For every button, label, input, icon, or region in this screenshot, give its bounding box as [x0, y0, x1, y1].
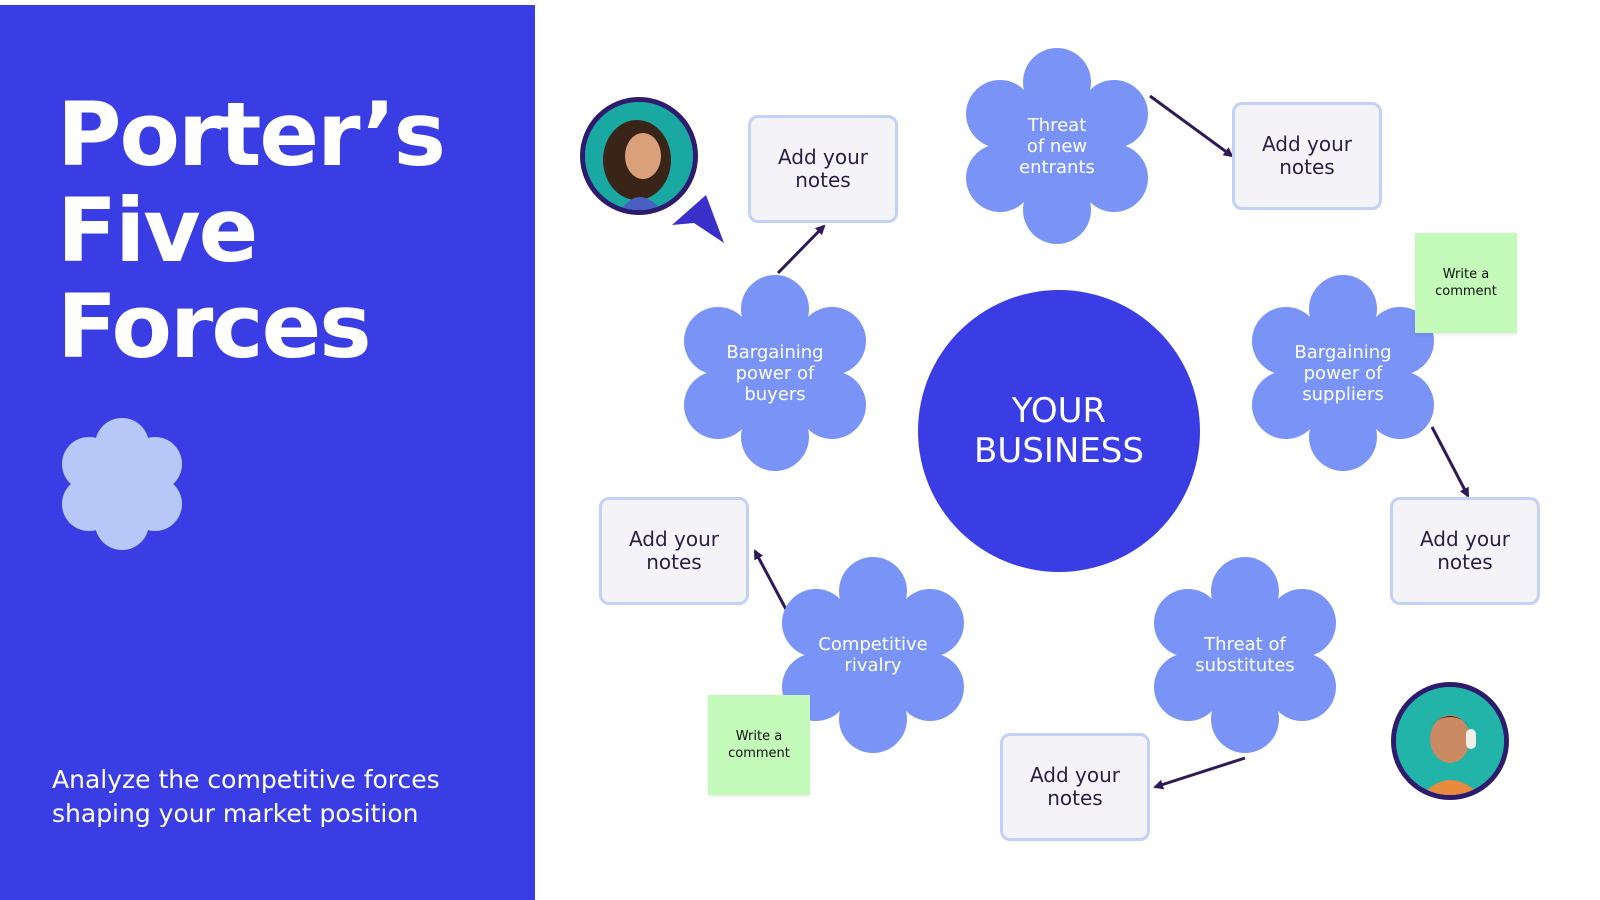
your-business-circle[interactable]: YOUR BUSINESS — [918, 290, 1200, 572]
flower-shape-icon — [966, 48, 1148, 244]
force-bargaining-power-of-buyers[interactable]: Bargaining power of buyers — [682, 273, 868, 473]
notes-box-suppliers[interactable]: Add your notes — [1390, 497, 1540, 605]
collaborator-avatar-bottom[interactable] — [1391, 682, 1509, 800]
force-label: Competitive rivalry — [818, 634, 928, 676]
flower-shape-icon — [1154, 557, 1336, 753]
force-threat-of-new-entrants[interactable]: Threat of new entrants — [964, 46, 1150, 246]
avatar-woman-curly-hair-icon — [585, 102, 693, 210]
title-line-1: Porter’s — [57, 83, 446, 186]
arrow-substitutes-to-notes — [1153, 756, 1246, 790]
comment-sticky-suppliers[interactable]: Write a comment — [1415, 233, 1517, 333]
collaborator-avatar-top[interactable] — [580, 97, 698, 215]
comment-sticky-rivalry[interactable]: Write a comment — [708, 695, 810, 795]
force-label: Threat of new entrants — [1019, 114, 1095, 178]
avatar-man-headphones-icon — [1396, 687, 1504, 795]
subtitle-line-2: shaping your market position — [52, 799, 419, 828]
flower-shape-icon — [1252, 275, 1434, 471]
arrow-suppliers-to-notes — [1430, 426, 1470, 498]
subtitle-line-1: Analyze the competitive forces — [52, 765, 440, 794]
force-label: Bargaining power of suppliers — [1294, 341, 1392, 405]
title-panel: Porter’s Five Forces Analyze the competi… — [0, 5, 535, 900]
force-label: Threat of substitutes — [1195, 634, 1295, 676]
force-competitive-rivalry[interactable]: Competitive rivalry — [780, 555, 966, 755]
your-business-label: YOUR BUSINESS — [974, 391, 1144, 471]
force-bargaining-power-of-suppliers[interactable]: Bargaining power of suppliers — [1250, 273, 1436, 473]
arrow-buyers-to-notes — [776, 224, 826, 275]
flower-shape-icon — [684, 275, 866, 471]
title-line-3: Forces — [57, 275, 372, 378]
notes-box-substitutes[interactable]: Add your notes — [1000, 733, 1150, 841]
decorative-flower-icon — [62, 418, 182, 550]
title-line-2: Five — [57, 179, 258, 282]
notes-box-new-entrants[interactable]: Add your notes — [1232, 102, 1382, 210]
subtitle: Analyze the competitive forces shaping y… — [52, 763, 522, 831]
flower-shape-icon — [782, 557, 964, 753]
notes-box-buyers[interactable]: Add your notes — [748, 115, 898, 223]
notes-box-rivalry[interactable]: Add your notes — [599, 497, 749, 605]
pointer-arrow-icon — [672, 195, 724, 243]
force-threat-of-substitutes[interactable]: Threat of substitutes — [1152, 555, 1338, 755]
arrow-entrants-to-notes — [1149, 94, 1234, 158]
force-label: Bargaining power of buyers — [726, 341, 824, 405]
